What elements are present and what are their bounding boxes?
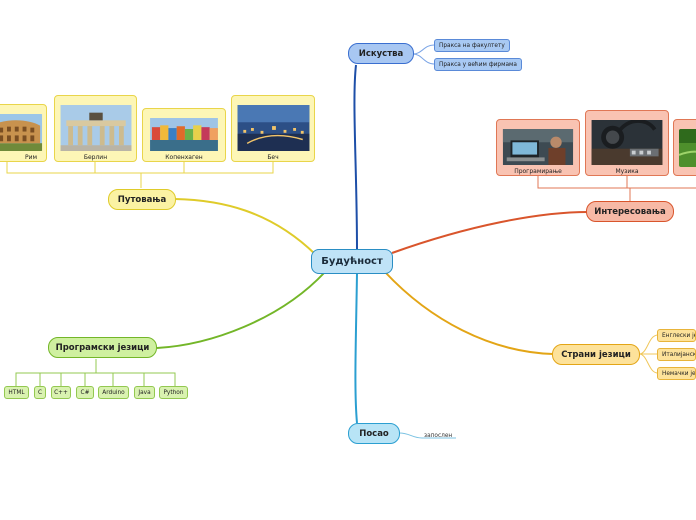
node-programski-jezici[interactable]: Програмски језици [48, 337, 157, 358]
root-node[interactable]: Будућност [311, 249, 393, 274]
headphones-photo-icon [591, 120, 663, 165]
brandenburg-gate-photo-icon [60, 105, 131, 151]
node-csharp[interactable]: C# [76, 386, 94, 399]
card-programiranje[interactable]: Програмирање [496, 119, 580, 176]
node-c[interactable]: C [34, 386, 46, 399]
node-cpp[interactable]: C++ [51, 386, 71, 399]
node-arduino[interactable]: Arduino [98, 386, 129, 399]
card-label: Музика [615, 168, 639, 175]
branch-programski [156, 271, 326, 349]
card-kopenhagen[interactable]: Копенхаген [142, 108, 226, 162]
branch-posao [354, 272, 358, 424]
card-label: Програмирање [514, 168, 562, 175]
card-label: Копенхаген [165, 154, 203, 161]
node-interesovanja[interactable]: Интересовања [586, 201, 674, 222]
programming-photo-icon [502, 129, 574, 165]
node-praksa-fakultet[interactable]: Пракса на факултету [434, 39, 510, 52]
node-posao[interactable]: Посао [348, 423, 400, 444]
node-zaposlen[interactable]: запослен [424, 433, 453, 439]
card-rim[interactable]: Рим [0, 104, 47, 162]
node-praksa-firme[interactable]: Пракса у већим фирмама [434, 58, 522, 71]
branch-iskustva [353, 64, 358, 251]
node-iskustva[interactable]: Искуства [348, 43, 414, 64]
nyhavn-photo-icon [150, 118, 218, 151]
node-engleski[interactable]: Енглески је [657, 329, 696, 342]
branch-interesovanja [391, 211, 589, 254]
card-label: Берлин [83, 154, 108, 161]
vienna-photo-icon [237, 105, 309, 151]
node-html[interactable]: HTML [4, 386, 29, 399]
node-strani-jezici[interactable]: Страни језици [552, 344, 640, 365]
card-label: Беч [267, 154, 279, 161]
card-berlin[interactable]: Берлин [54, 95, 137, 162]
field-photo-icon [679, 129, 696, 167]
card-bec[interactable]: Беч [231, 95, 315, 162]
node-java[interactable]: Java [134, 386, 155, 399]
card-third-interest[interactable] [673, 119, 696, 176]
card-muzika[interactable]: Музика [585, 110, 669, 176]
node-italijanski[interactable]: Италијанско [657, 348, 696, 361]
node-putovanja[interactable]: Путовања [108, 189, 176, 210]
colosseum-photo-icon [0, 114, 42, 151]
branch-putovanja [174, 198, 317, 256]
node-nemacki[interactable]: Немачки је [657, 367, 696, 380]
node-python[interactable]: Python [159, 386, 188, 399]
branch-strani-jezici [384, 271, 554, 355]
card-label: Рим [24, 154, 37, 161]
